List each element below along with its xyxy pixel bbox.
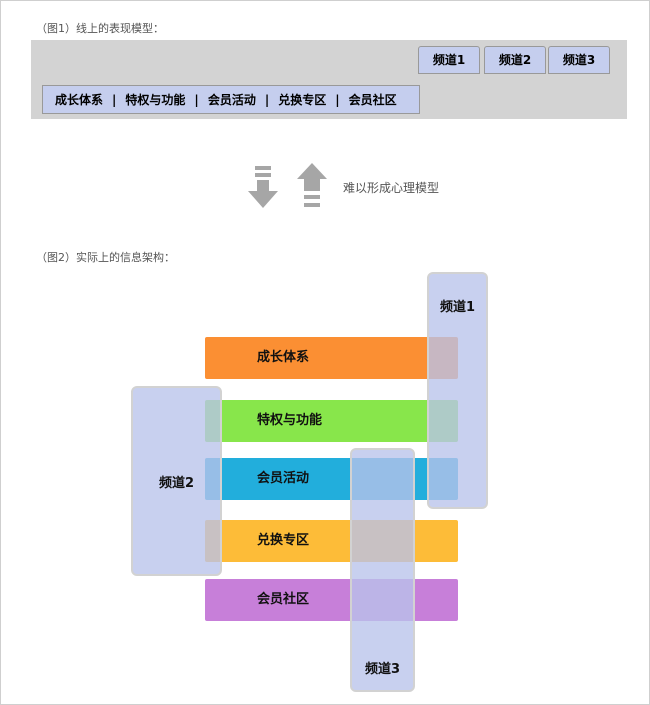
row-privileges: 特权与功能 [205,400,458,442]
note-text: 难以形成心理模型 [343,181,440,195]
arrows-icon [248,163,327,208]
nav-item[interactable]: 成长体系 [55,93,104,107]
fig1-caption: （图1）线上的表现模型： [36,22,164,35]
row-exchange: 兑换专区 [205,520,458,562]
down-arrow-icon [248,166,278,208]
channel-tab-1[interactable]: 频道1 [418,46,480,74]
nav-item[interactable]: 特权与功能 [125,93,186,107]
nav-item[interactable]: 会员社区 [348,93,397,107]
fig2-caption: （图2）实际上的信息架构： [36,251,175,264]
separator: | [112,92,117,107]
row-growth: 成长体系 [205,337,458,379]
row-activities: 会员活动 [205,458,458,500]
separator: | [264,92,270,107]
separator: | [335,92,340,107]
nav-item[interactable]: 兑换专区 [278,93,327,107]
row-community: 会员社区 [205,579,458,621]
channel-tab-3[interactable]: 频道3 [548,46,610,74]
column-channel-3: 频道3 [350,448,415,692]
nav-item[interactable]: 会员活动 [207,93,256,107]
up-arrow-icon [297,163,327,207]
column-channel-2: 频道2 [131,386,222,576]
nav-bar: 成长体系 | 特权与功能 | 会员活动 | 兑换专区 | 会员社区 [42,85,420,114]
channel-tab-2[interactable]: 频道2 [484,46,546,74]
separator: | [194,92,199,107]
column-channel-1: 频道1 [427,272,488,509]
